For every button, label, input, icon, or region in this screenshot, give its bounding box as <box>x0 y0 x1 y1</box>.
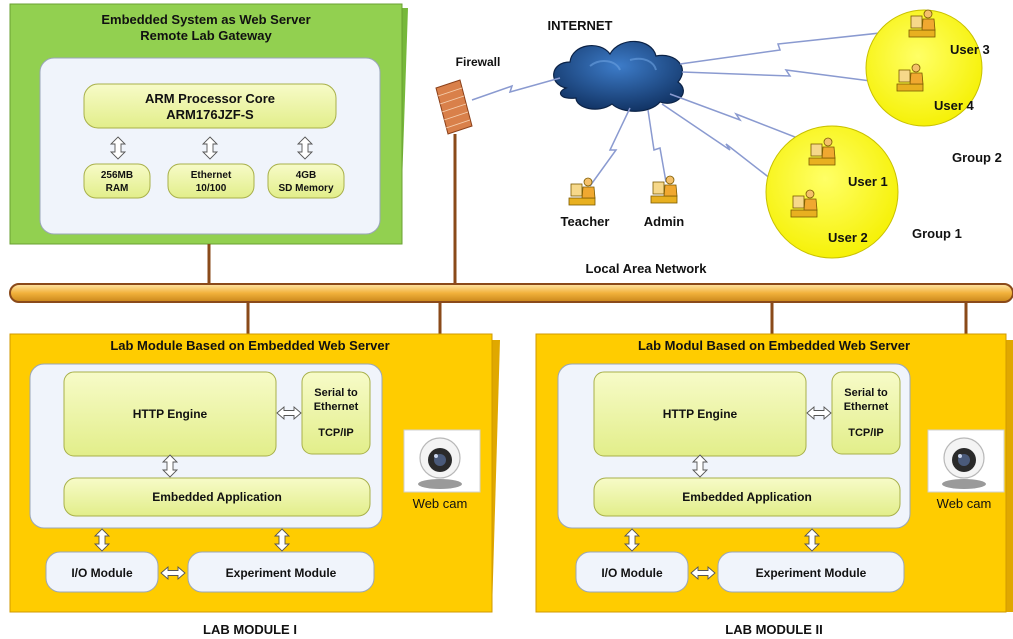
lab1-app-label: Embedded Application <box>152 490 282 504</box>
lab2-caption: LAB MODULE II <box>725 622 823 637</box>
admin-icon <box>650 175 678 204</box>
lab1-http-label: HTTP Engine <box>133 407 208 421</box>
user4-label: User 4 <box>934 98 975 113</box>
firewall-icon <box>435 79 473 135</box>
lab2-http-label: HTTP Engine <box>663 407 738 421</box>
lan-label: Local Area Network <box>586 261 708 276</box>
lab1-app-box <box>63 477 371 517</box>
sd-label-line2: SD Memory <box>278 183 333 194</box>
ethernet-box <box>167 163 255 199</box>
lab1-webcam-icon <box>403 429 481 493</box>
internet-user-links <box>589 29 909 201</box>
lab1-experiment-label: Experiment Module <box>226 566 337 580</box>
lab2-app-box <box>593 477 901 517</box>
gateway-title-line2: Remote Lab Gateway <box>140 28 272 43</box>
user2-label: User 2 <box>828 230 868 245</box>
admin-label: Admin <box>644 214 685 229</box>
group1-circle <box>765 125 899 259</box>
lab2-app-label: Embedded Application <box>682 490 812 504</box>
lab1-io-box <box>45 551 159 593</box>
lab1-serial-line3: TCP/IP <box>318 427 353 439</box>
lab1-caption: LAB MODULE I <box>203 622 297 637</box>
lab2-webcam-icon <box>927 429 1005 493</box>
cpu-label-line1: ARM Processor Core <box>145 91 275 106</box>
ram-label-line1: 256MB <box>101 170 133 181</box>
lab-module-1: Lab Module Based on Embedded Web Server … <box>9 333 500 637</box>
lab-module-2: Lab Modul Based on Embedded Web Server H… <box>535 333 1013 637</box>
lab1-serial-box <box>301 371 371 455</box>
user3-label: User 3 <box>950 42 990 57</box>
user1-label: User 1 <box>848 174 888 189</box>
firewall-internet-link <box>471 77 561 101</box>
sd-box <box>267 163 345 199</box>
lab1-serial-line2: Ethernet <box>314 401 359 413</box>
lab2-webcam-label: Web cam <box>937 496 992 511</box>
lab2-serial-box <box>831 371 901 455</box>
ram-label-line2: RAM <box>106 183 129 194</box>
group2-label: Group 2 <box>952 150 1002 165</box>
ethernet-label-line1: Ethernet <box>191 170 232 181</box>
lab1-webcam-label: Web cam <box>413 496 468 511</box>
cpu-box <box>83 83 337 129</box>
group1-label: Group 1 <box>912 226 962 241</box>
group2-circle <box>865 9 983 127</box>
lab2-title: Lab Modul Based on Embedded Web Server <box>638 338 910 353</box>
lan-bus <box>9 283 1013 303</box>
lab2-serial-line1: Serial to <box>844 387 888 399</box>
lab2-experiment-label: Experiment Module <box>756 566 867 580</box>
lab2-io-label: I/O Module <box>601 566 663 580</box>
cpu-label-line2: ARM176JZF-S <box>166 107 254 122</box>
teacher-icon <box>568 177 596 206</box>
lab2-experiment-box <box>717 551 905 593</box>
lab1-experiment-box <box>187 551 375 593</box>
lab1-io-label: I/O Module <box>71 566 133 580</box>
ram-box <box>83 163 151 199</box>
internet-cloud-icon <box>553 40 684 112</box>
lab1-title: Lab Module Based on Embedded Web Server <box>110 338 389 353</box>
lab1-serial-line1: Serial to <box>314 387 358 399</box>
lab2-io-box <box>575 551 689 593</box>
sd-label-line1: 4GB <box>296 170 317 181</box>
firewall-label: Firewall <box>456 55 501 69</box>
lab2-serial-line3: TCP/IP <box>848 427 883 439</box>
teacher-label: Teacher <box>561 214 610 229</box>
gateway-block: Embedded System as Web Server Remote Lab… <box>9 3 408 245</box>
internet-label: INTERNET <box>548 18 613 33</box>
gateway-title-line1: Embedded System as Web Server <box>101 12 310 27</box>
lab2-serial-line2: Ethernet <box>844 401 889 413</box>
ethernet-label-line2: 10/100 <box>196 183 227 194</box>
